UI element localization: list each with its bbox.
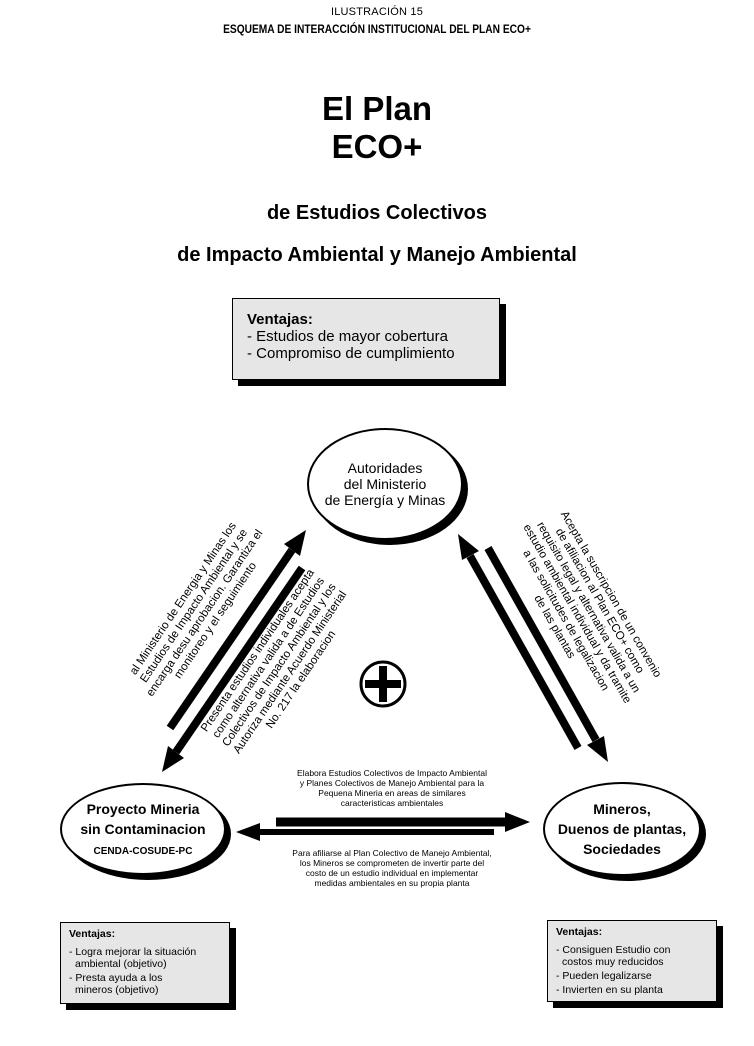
- figure-title: ESQUEMA DE INTERACCIÓN INSTITUCIONAL DEL…: [223, 22, 531, 36]
- miners-advantage-item: - Pueden legalizarse: [556, 970, 652, 982]
- plan-advantage-item: - Compromiso de cumplimiento: [247, 345, 455, 362]
- project-node-line: Proyecto Mineria: [86, 801, 200, 817]
- label-line: Elabora Estudios Colectivos de Impacto A…: [297, 768, 487, 778]
- miners-node: Mineros, Duenos de plantas, Sociedades: [543, 782, 701, 876]
- project-advantage-item: ambiental (objetivo): [75, 958, 167, 970]
- arrow-ministry-to-project: [162, 565, 306, 772]
- ministry-node-line: del Ministerio: [343, 476, 427, 492]
- miners-advantages-box: Ventajas: - Consiguen Estudio con costos…: [547, 920, 717, 1002]
- miners-node-line: Mineros,: [593, 801, 651, 817]
- subtitle-line2: de Impacto Ambiental y Manejo Ambiental: [177, 244, 577, 266]
- project-advantage-item: - Logra mejorar la situación: [69, 946, 197, 958]
- main-title-line2: ECO+: [331, 128, 423, 165]
- main-title: El Plan ECO+: [0, 90, 754, 166]
- miners-advantage-item: - Invierten en su planta: [556, 984, 663, 996]
- label-line: Para afiliarse al Plan Colectivo de Mane…: [292, 848, 492, 858]
- main-title-line1: El Plan: [321, 90, 433, 127]
- miners-advantage-item: - Consiguen Estudio con: [556, 944, 671, 956]
- plan-advantage-item: - Estudios de mayor cobertura: [247, 328, 448, 345]
- project-advantages-box: Ventajas: - Logra mejorar la situación a…: [60, 922, 230, 1004]
- label-line: los Mineros se comprometen de invertir p…: [299, 858, 485, 868]
- arrow-ministry-to-miners: [484, 546, 608, 762]
- plan-advantages-box: Ventajas: - Estudios de mayor cobertura …: [232, 298, 500, 380]
- project-advantage-item: - Presta ayuda a los: [69, 972, 163, 984]
- miners-advantage-item: costos muy reducidos: [562, 956, 664, 968]
- figure-label: ILUSTRACIÓN 15: [330, 6, 424, 18]
- label-bottom-bottom: Para afiliarse al Plan Colectivo de Mane…: [262, 848, 522, 888]
- miners-node-line: Duenos de plantas,: [557, 821, 687, 837]
- label-bottom-top: Elabora Estudios Colectivos de Impacto A…: [262, 768, 522, 808]
- project-node-sub: CENDA-COSUDE-PC: [93, 846, 193, 857]
- project-advantage-item: mineros (objetivo): [75, 984, 159, 996]
- miners-advantages-title: Ventajas:: [556, 926, 603, 938]
- arrow-project-to-miners: [276, 812, 530, 832]
- label-line: caracteristicas ambientales: [340, 798, 444, 808]
- label-line: y Planes Colectivos de Manejo Ambiental …: [299, 778, 485, 788]
- ministry-node: Autoridades del Ministerio de Energía y …: [307, 428, 463, 540]
- arrow-miners-to-project: [236, 823, 494, 841]
- label-line: costo de un estudio individual en implem…: [305, 868, 479, 878]
- ministry-node-line: de Energía y Minas: [324, 492, 446, 508]
- project-node: Proyecto Mineria sin Contaminacion CENDA…: [60, 783, 226, 875]
- miners-node-line: Sociedades: [583, 841, 661, 857]
- arrow-project-to-ministry: [166, 530, 306, 731]
- project-advantages-title: Ventajas:: [69, 928, 116, 940]
- project-node-line: sin Contaminacion: [80, 821, 206, 837]
- plan-advantages-title: Ventajas:: [247, 311, 313, 328]
- arrow-miners-to-ministry: [458, 534, 582, 750]
- ministry-node-line: Autoridades: [347, 460, 423, 476]
- subtitle-line1: de Estudios Colectivos: [266, 202, 488, 224]
- label-line: medidas ambientales en su propia planta: [314, 878, 470, 888]
- label-line: Pequena Mineria en areas de similares: [318, 788, 466, 798]
- plus-circle-icon: [359, 660, 407, 708]
